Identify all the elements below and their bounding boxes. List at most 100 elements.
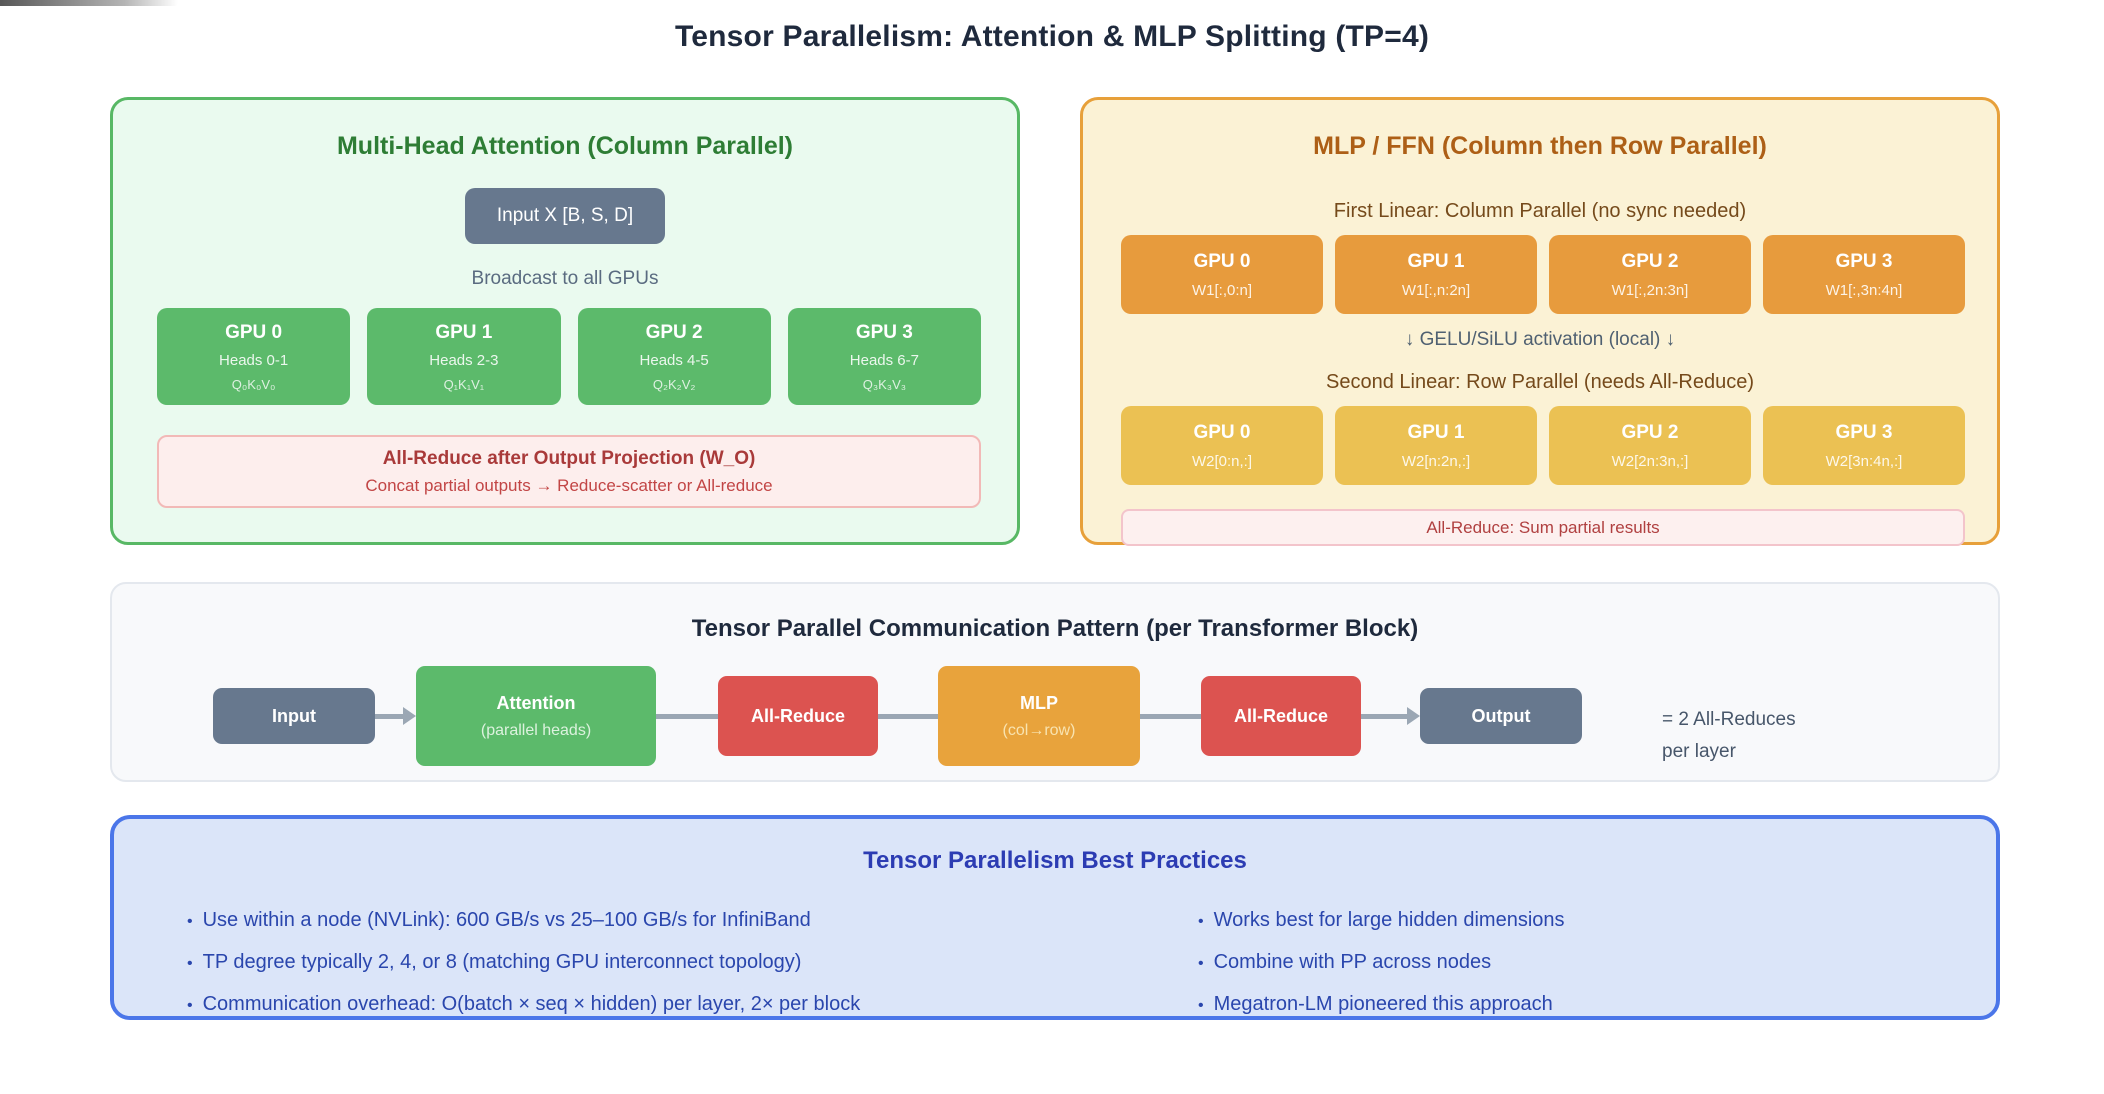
gpu-name: GPU 0 xyxy=(225,321,283,343)
second-linear-gpu-card-0: GPU 0 W2[0:n,:] xyxy=(1121,406,1323,485)
allreduce-count-note: = 2 All-Reduces per layer xyxy=(1662,704,1796,768)
mlp-panel-title: MLP / FFN (Column then Row Parallel) xyxy=(1313,132,1767,160)
flow-arrow-icon xyxy=(1361,713,1407,719)
gpu-name: GPU 3 xyxy=(1835,250,1893,272)
gpu-name: GPU 1 xyxy=(435,321,493,343)
second-linear-gpu-row: GPU 0 W2[0:n,:] GPU 1 W2[n:2n,:] GPU 2 W… xyxy=(1121,406,1965,485)
list-item-text: Combine with PP across nodes xyxy=(1213,951,1492,973)
list-item: • Works best for large hidden dimensions xyxy=(1198,909,1565,951)
list-item: • TP degree typically 2, 4, or 8 (matchi… xyxy=(187,951,860,993)
gpu-heads: Heads 4-5 xyxy=(639,351,709,369)
bullet-icon: • xyxy=(187,997,193,1014)
page-title: Tensor Parallelism: Attention & MLP Spli… xyxy=(674,20,1430,53)
flow-connector-line xyxy=(1140,713,1201,719)
flow-connector-line xyxy=(878,713,938,719)
gpu-weight-slice: W1[:,3n:4n] xyxy=(1825,281,1903,299)
bullet-icon: • xyxy=(1198,913,1204,930)
flow-label: Output xyxy=(1471,705,1531,726)
gpu-name: GPU 0 xyxy=(1193,250,1251,272)
gpu-heads: Heads 2-3 xyxy=(429,351,499,369)
first-linear-gpu-card-2: GPU 2 W1[:,2n:3n] xyxy=(1549,235,1751,314)
attention-gpu-row: GPU 0 Heads 0-1 Q₀K₀V₀ GPU 1 Heads 2-3 Q… xyxy=(157,308,981,405)
flow-allreduce-box-1: All-Reduce xyxy=(718,676,878,756)
communication-panel-title: Tensor Parallel Communication Pattern (p… xyxy=(691,615,1419,642)
first-linear-gpu-card-3: GPU 3 W1[:,3n:4n] xyxy=(1763,235,1965,314)
flow-label: Input xyxy=(272,705,316,726)
flow-sublabel: (col→row) xyxy=(1002,721,1076,739)
gpu-weight-slice: W2[n:2n,:] xyxy=(1401,452,1471,470)
gpu-qkv: Q₃K₃V₃ xyxy=(862,376,907,392)
flow-allreduce-box-2: All-Reduce xyxy=(1201,676,1361,756)
list-item-text: Megatron-LM pioneered this approach xyxy=(1213,993,1553,1015)
gpu-name: GPU 1 xyxy=(1407,250,1465,272)
gpu-name: GPU 1 xyxy=(1407,421,1465,443)
flow-label: All-Reduce xyxy=(1233,705,1329,726)
top-edge-artifact xyxy=(0,0,178,6)
first-linear-gpu-card-1: GPU 1 W1[:,n:2n] xyxy=(1335,235,1537,314)
second-linear-gpu-card-3: GPU 3 W2[3n:4n,:] xyxy=(1763,406,1965,485)
gpu-name: GPU 2 xyxy=(1621,421,1679,443)
note-line-1: = 2 All-Reduces xyxy=(1662,709,1796,730)
activation-label: ↓ GELU/SiLU activation (local) ↓ xyxy=(1404,329,1676,350)
flow-row: Input Attention (parallel heads) All-Red… xyxy=(213,666,1582,766)
gpu-qkv: Q₀K₀V₀ xyxy=(231,376,276,392)
mlp-panel: MLP / FFN (Column then Row Parallel) Fir… xyxy=(1080,97,2000,546)
list-item: • Communication overhead: O(batch × seq … xyxy=(187,993,860,1035)
attention-panel-title: Multi-Head Attention (Column Parallel) xyxy=(336,132,794,160)
first-linear-gpu-card-0: GPU 0 W1[:,0:n] xyxy=(1121,235,1323,314)
gpu-weight-slice: W2[2n:3n,:] xyxy=(1611,452,1689,470)
list-item: • Combine with PP across nodes xyxy=(1198,951,1565,993)
gpu-name: GPU 2 xyxy=(645,321,703,343)
flow-label: Attention xyxy=(496,692,576,713)
gpu-qkv: Q₁K₁V₁ xyxy=(443,376,485,392)
gpu-qkv: Q₂K₂V₂ xyxy=(652,376,696,392)
attention-panel: Multi-Head Attention (Column Parallel) I… xyxy=(110,97,1020,545)
attention-gpu-card-1: GPU 1 Heads 2-3 Q₁K₁V₁ xyxy=(367,308,561,405)
list-item-text: Communication overhead: O(batch × seq × … xyxy=(202,993,861,1015)
second-linear-label: Second Linear: Row Parallel (needs All-R… xyxy=(1325,371,1754,393)
bullet-icon: • xyxy=(187,955,193,972)
gpu-name: GPU 3 xyxy=(1835,421,1893,443)
flow-label: All-Reduce xyxy=(750,705,846,726)
note-line-2: per layer xyxy=(1662,741,1736,762)
gpu-weight-slice: W1[:,0:n] xyxy=(1191,281,1253,299)
best-practices-title: Tensor Parallelism Best Practices xyxy=(863,847,1247,874)
attention-allreduce-box: All-Reduce after Output Projection (W_O)… xyxy=(157,435,981,508)
flow-arrow-icon xyxy=(375,713,403,719)
list-item: • Use within a node (NVLink): 600 GB/s v… xyxy=(187,909,860,951)
flow-connector-line xyxy=(656,713,718,719)
list-item: • Megatron-LM pioneered this approach xyxy=(1198,993,1565,1035)
bullet-icon: • xyxy=(187,913,193,930)
first-linear-gpu-row: GPU 0 W1[:,0:n] GPU 1 W1[:,n:2n] GPU 2 W… xyxy=(1121,235,1965,314)
allreduce-subtitle: Concat partial outputs → Reduce-scatter … xyxy=(365,475,773,495)
list-item-text: TP degree typically 2, 4, or 8 (matching… xyxy=(202,951,802,973)
gpu-weight-slice: W2[3n:4n,:] xyxy=(1825,452,1903,470)
communication-panel: Tensor Parallel Communication Pattern (p… xyxy=(110,582,2000,782)
gpu-name: GPU 0 xyxy=(1193,421,1251,443)
gpu-weight-slice: W1[:,2n:3n] xyxy=(1611,281,1689,299)
flow-mlp-box: MLP (col→row) xyxy=(938,666,1140,766)
flow-label: MLP xyxy=(1020,692,1058,713)
first-linear-label: First Linear: Column Parallel (no sync n… xyxy=(1333,200,1747,222)
flow-output-box: Output xyxy=(1420,688,1582,744)
gpu-heads: Heads 6-7 xyxy=(849,351,919,369)
gpu-weight-slice: W2[0:n,:] xyxy=(1191,452,1253,470)
second-linear-gpu-card-1: GPU 1 W2[n:2n,:] xyxy=(1335,406,1537,485)
flow-sublabel: (parallel heads) xyxy=(480,721,592,739)
list-item-text: Use within a node (NVLink): 600 GB/s vs … xyxy=(202,909,811,931)
best-practices-left-column: • Use within a node (NVLink): 600 GB/s v… xyxy=(187,909,860,1035)
attention-gpu-card-3: GPU 3 Heads 6-7 Q₃K₃V₃ xyxy=(787,308,981,405)
gpu-name: GPU 3 xyxy=(855,321,913,343)
best-practices-right-column: • Works best for large hidden dimensions… xyxy=(1198,909,1565,1035)
list-item-text: Works best for large hidden dimensions xyxy=(1213,909,1565,931)
flow-input-box: Input xyxy=(213,688,375,744)
bullet-icon: • xyxy=(1198,997,1204,1014)
broadcast-label: Broadcast to all GPUs xyxy=(471,268,659,289)
bullet-icon: • xyxy=(1198,955,1204,972)
gpu-name: GPU 2 xyxy=(1621,250,1679,272)
second-linear-gpu-card-2: GPU 2 W2[2n:3n,:] xyxy=(1549,406,1751,485)
gpu-heads: Heads 0-1 xyxy=(219,351,289,369)
input-x-box: Input X [B, S, D] xyxy=(465,188,665,244)
best-practices-panel: Tensor Parallelism Best Practices • Use … xyxy=(110,815,2000,1020)
